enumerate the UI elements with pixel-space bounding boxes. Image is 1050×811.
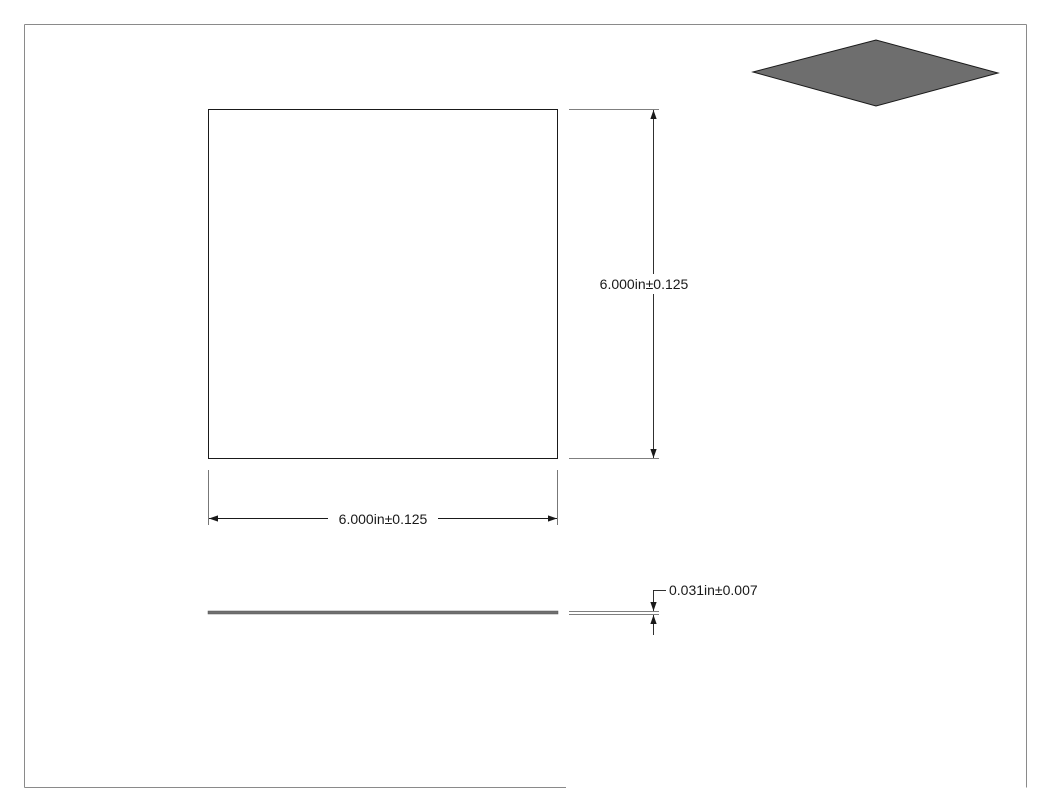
width-dimension: 6.000in±0.125	[208, 470, 558, 529]
top-view-outline	[208, 109, 558, 459]
width-dimension-label: 6.000in±0.125	[339, 511, 428, 527]
thickness-dimension-label: 0.031in±0.007	[669, 582, 758, 598]
isometric-plate-view	[751, 39, 1000, 107]
height-dimension-label: 6.000in±0.125	[600, 276, 689, 292]
side-view	[207, 610, 559, 615]
side-view-plate	[207, 610, 559, 615]
width-label-mask	[328, 509, 438, 529]
height-dimension: 6.000in±0.125	[569, 109, 710, 459]
height-label-mask	[598, 274, 710, 294]
sheet-border	[24, 24, 1027, 788]
thickness-dimension: 0.031in±0.007	[569, 582, 758, 635]
